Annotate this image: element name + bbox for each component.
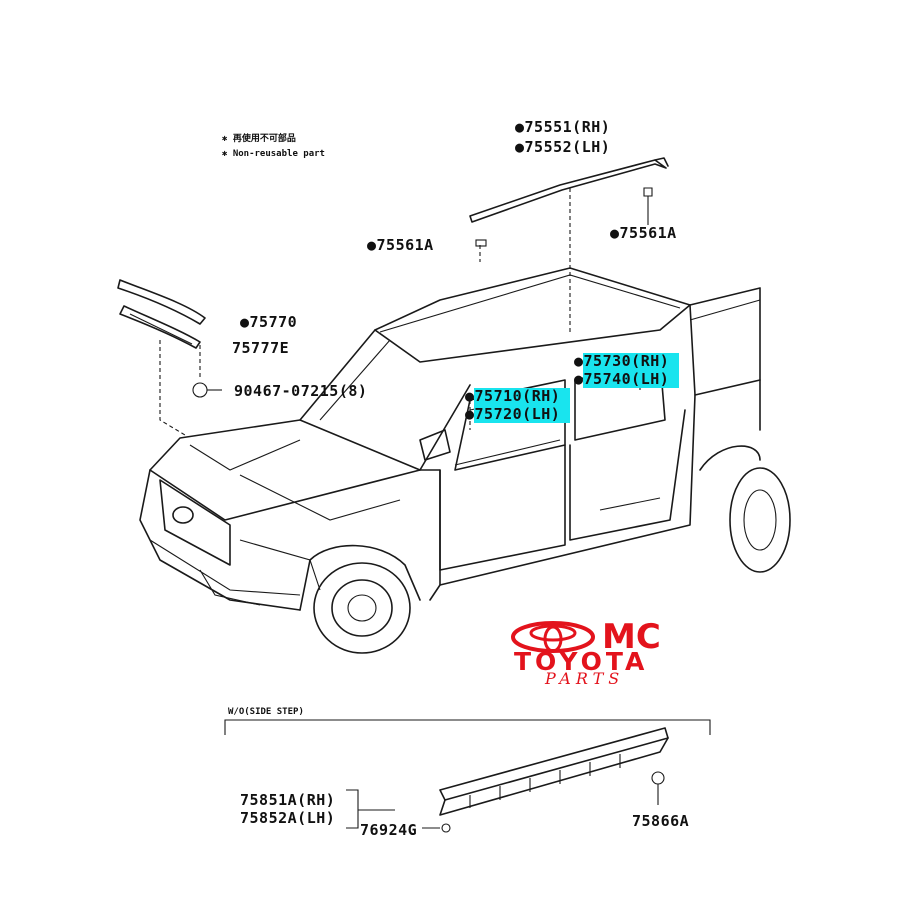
callout-75561a-right: ●75561A [610,224,677,242]
callout-75730: ●75730(RH) [574,352,669,370]
callout-76924g: 76924G [360,821,417,839]
roof-moulding [469,157,669,247]
highlight-rear-door [583,353,679,388]
callout-75866a: 75866A [632,812,689,830]
step-section-title: W/O(SIDE STEP) [228,707,304,717]
truck-drawing [139,267,791,654]
step-bracket [224,719,711,735]
side-step-section [224,719,711,833]
callout-75770: ●75770 [240,313,297,331]
highlight-front-door [474,388,570,423]
callout-75852a: 75852A(LH) [240,809,335,827]
callout-75720: ●75720(LH) [465,405,560,423]
watermark-toyota: TOYOTA [514,647,648,676]
callout-75740: ●75740(LH) [574,370,669,388]
legend-line-en: ✱ Non-reusable part [222,149,325,159]
callout-90467: 90467-07215(8) [234,382,367,400]
toyota-emblem-icon [511,621,595,653]
watermark-parts: PARTS [544,669,624,688]
callout-75552: ●75552(LH) [515,138,610,156]
callout-75851a: 75851A(RH) [240,791,335,809]
callout-75561a-left: ●75561A [367,236,434,254]
mc-toyota-watermark: MC TOYOTA PARTS [511,617,661,688]
callout-75710: ●75710(RH) [465,387,560,405]
legend-line-jp: ✱ 再使用不可部品 [222,132,296,144]
callout-75551: ●75551(RH) [515,118,610,136]
windshield-moulding [117,279,222,398]
callout-75777e: 75777E [232,339,289,357]
watermark-mc: MC [602,617,661,657]
